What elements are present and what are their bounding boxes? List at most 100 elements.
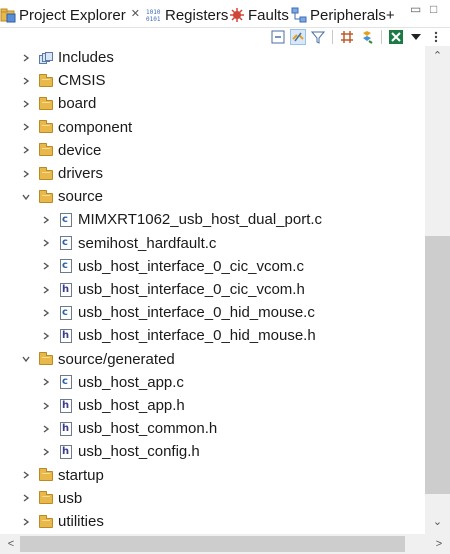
- scroll-down-icon[interactable]: ⌄: [432, 515, 443, 528]
- chevron-right-icon[interactable]: [20, 139, 32, 162]
- tree-item-label: CMSIS: [58, 72, 106, 90]
- filter-icon[interactable]: [310, 29, 326, 45]
- chevron-down-icon[interactable]: [20, 185, 32, 208]
- folder-icon: [38, 514, 54, 530]
- chevron-right-icon[interactable]: [40, 324, 52, 347]
- chevron-right-icon[interactable]: [20, 92, 32, 115]
- tab-faults[interactable]: Faults: [229, 3, 289, 27]
- tree-item-label: usb_host_interface_0_hid_mouse.h: [78, 327, 316, 345]
- tree-item-label: board: [58, 95, 97, 113]
- faults-icon: [229, 7, 245, 23]
- tree-item[interactable]: CMSIS: [0, 69, 106, 92]
- includes-icon: [38, 50, 54, 66]
- view-menu-icon[interactable]: [408, 29, 424, 45]
- scroll-up-icon[interactable]: ⌃: [432, 49, 443, 62]
- tree-item[interactable]: utilities: [0, 510, 104, 533]
- tab-label: Registers: [165, 6, 229, 24]
- tab-peripherals[interactable]: Peripherals+: [291, 3, 395, 27]
- c-file-icon: c: [58, 258, 74, 274]
- vertical-scroll-thumb[interactable]: [425, 236, 450, 494]
- tree-item[interactable]: usb: [0, 487, 82, 510]
- chevron-right-icon[interactable]: [20, 510, 32, 533]
- folder-icon: [38, 351, 54, 367]
- tree-item[interactable]: component: [0, 116, 132, 139]
- chevron-right-icon[interactable]: [20, 116, 32, 139]
- tree-item-label: source/generated: [58, 350, 175, 368]
- chevron-right-icon[interactable]: [20, 487, 32, 510]
- tree-item[interactable]: source/generated: [0, 348, 175, 371]
- tree-item[interactable]: source: [0, 185, 103, 208]
- folder-icon: [38, 467, 54, 483]
- chevron-right-icon[interactable]: [40, 301, 52, 324]
- sync-icon[interactable]: [359, 29, 375, 45]
- horizontal-scrollbar[interactable]: < >: [0, 534, 450, 554]
- chevron-right-icon[interactable]: [40, 440, 52, 463]
- chevron-right-icon[interactable]: [40, 232, 52, 255]
- tab-label: Faults: [248, 6, 289, 24]
- c-file-icon: c: [58, 212, 74, 228]
- chevron-right-icon[interactable]: [20, 69, 32, 92]
- tree-item-label: source: [58, 188, 104, 206]
- folder-icon: [38, 96, 54, 112]
- tree-item[interactable]: drivers: [0, 162, 103, 185]
- tree-item[interactable]: device: [0, 139, 101, 162]
- vertical-scrollbar[interactable]: ⌃ ⌄: [425, 46, 450, 534]
- collapse-all-icon[interactable]: [270, 29, 286, 45]
- chevron-right-icon[interactable]: [40, 417, 52, 440]
- tree-item-label: usb_host_app.c: [78, 373, 184, 391]
- horizontal-scroll-thumb[interactable]: [20, 536, 405, 552]
- tree-item[interactable]: board: [0, 92, 96, 115]
- folder-icon: [38, 490, 54, 506]
- close-icon[interactable]: ✕: [130, 7, 140, 20]
- tree-item[interactable]: Includes: [0, 46, 114, 69]
- chevron-right-icon[interactable]: [20, 464, 32, 487]
- tree-item-label: device: [58, 141, 102, 159]
- chevron-right-icon[interactable]: [40, 208, 52, 231]
- scroll-right-icon[interactable]: >: [435, 538, 443, 550]
- chevron-right-icon[interactable]: [40, 278, 52, 301]
- chevron-right-icon[interactable]: [20, 162, 32, 185]
- chevron-right-icon[interactable]: [20, 46, 32, 69]
- tree-item-label: usb: [58, 489, 83, 507]
- folder-icon: [38, 73, 54, 89]
- scroll-left-icon[interactable]: <: [7, 538, 15, 550]
- chevron-right-icon[interactable]: [40, 371, 52, 394]
- chevron-down-icon[interactable]: [20, 348, 32, 371]
- excel-icon[interactable]: [388, 29, 404, 45]
- chevron-right-icon[interactable]: [40, 394, 52, 417]
- grid-icon[interactable]: [339, 29, 355, 45]
- h-file-icon: h: [58, 282, 74, 298]
- link-with-editor-icon[interactable]: [290, 29, 306, 45]
- toolbar-separator: [332, 30, 333, 44]
- tab-project-explorer[interactable]: Project Explorer ✕: [0, 3, 140, 27]
- h-file-icon: h: [58, 398, 74, 414]
- more-icon[interactable]: [428, 29, 444, 45]
- maximize-icon[interactable]: □: [430, 2, 438, 16]
- h-file-icon: h: [58, 328, 74, 344]
- folder-icon: [38, 189, 54, 205]
- tree-item[interactable]: startup: [0, 464, 104, 487]
- tree-item-label: semihost_hardfault.c: [78, 234, 217, 252]
- tab-label: Project Explorer: [19, 6, 126, 24]
- chevron-right-icon[interactable]: [40, 255, 52, 278]
- tree-item-label: drivers: [58, 165, 104, 182]
- peripherals-icon: [291, 7, 307, 23]
- h-file-icon: h: [58, 444, 74, 460]
- tab-label: Peripherals+: [310, 6, 395, 24]
- minimize-icon[interactable]: ▭: [410, 2, 422, 16]
- project-explorer-icon: [0, 7, 16, 23]
